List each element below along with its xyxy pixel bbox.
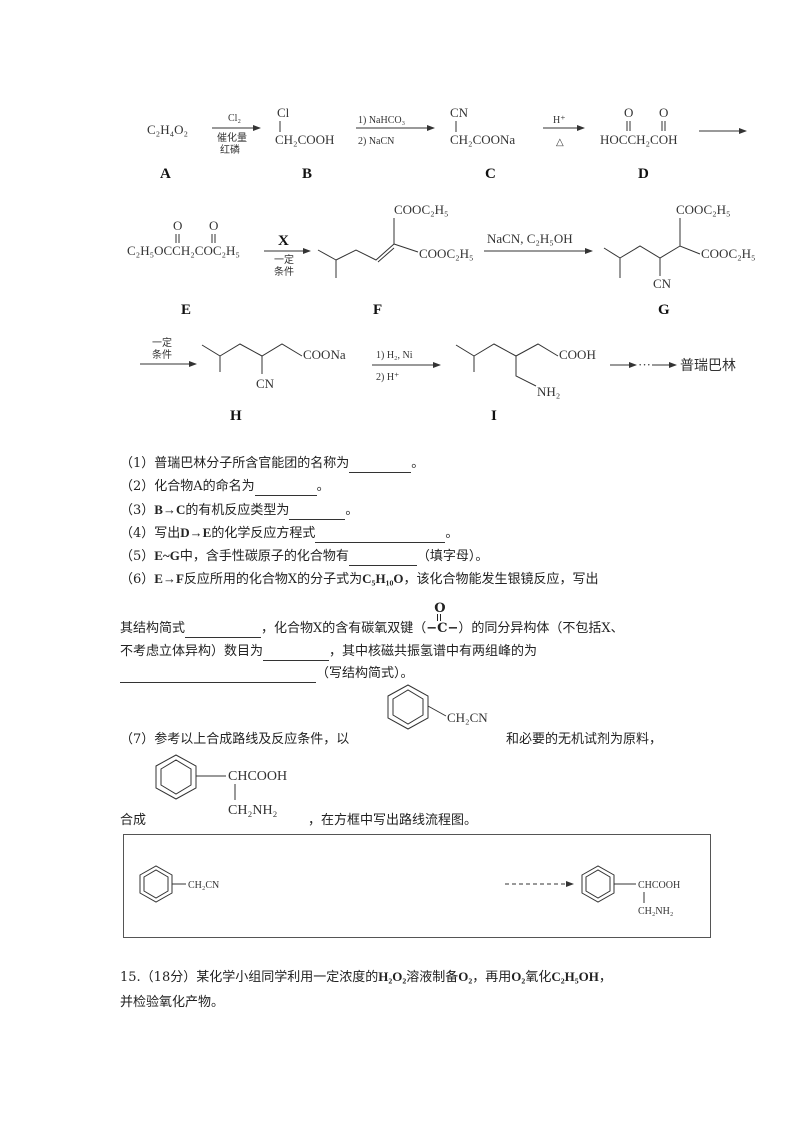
question-3: （3）B→C的有机反应类型为。 bbox=[120, 502, 359, 520]
svg-text:Cl₂: Cl₂ bbox=[228, 113, 241, 124]
compound-f: COOC₂H₅ COOC₂H₅ F bbox=[317, 202, 474, 318]
question-7-line-1: （7）参考以上合成路线及反应条件，以 bbox=[120, 732, 350, 747]
svg-text:CH₂NH₂: CH₂NH₂ bbox=[638, 906, 673, 917]
arrow-b-c: 1) NaHCO₃ 2) NaCN bbox=[356, 115, 435, 147]
svg-text:一定: 一定 bbox=[274, 253, 294, 266]
svg-text:COOH: COOH bbox=[559, 347, 596, 362]
svg-text:CH₂COONa: CH₂COONa bbox=[450, 132, 515, 147]
svg-text:CN: CN bbox=[256, 376, 275, 391]
arrow-e-f: X 一定 条件 bbox=[264, 233, 311, 278]
svg-text:△: △ bbox=[556, 137, 564, 148]
svg-text:X: X bbox=[278, 233, 289, 249]
svg-text:CN: CN bbox=[450, 105, 469, 120]
question-15-line-1: 15.（18分）某化学小组同学利用一定浓度的H₂O₂溶液制备O₂，再用O₂氧化C… bbox=[120, 969, 612, 985]
svg-text:COONa: COONa bbox=[303, 347, 346, 362]
svg-text:G: G bbox=[658, 302, 670, 318]
compound-e: O O C₂H₅OCCH₂COC₂H₅ E bbox=[127, 218, 240, 318]
svg-text:1) H₂, Ni: 1) H₂, Ni bbox=[376, 350, 413, 361]
arrow-g-h: 一定 条件 bbox=[140, 336, 197, 367]
svg-text:CH₂COOH: CH₂COOH bbox=[275, 132, 334, 147]
svg-text:HOCCH₂COH: HOCCH₂COH bbox=[600, 132, 678, 147]
svg-text:H: H bbox=[230, 408, 242, 424]
question-7-line-2-end: ，在方框中写出路线流程图。 bbox=[308, 813, 478, 828]
question-6-line-4: （写结构简式）。 bbox=[120, 665, 414, 683]
question-6-line-2: 其结构简式，化合物X的含有碳氧双键（O−C−）的同分异构体（不包括X、 bbox=[120, 601, 624, 638]
svg-text:···: ··· bbox=[638, 357, 651, 372]
carbonyl-group: O−C− bbox=[426, 601, 459, 636]
target-amino-acid-structure: CHCOOH CH₂NH₂ bbox=[155, 754, 287, 818]
arrow-i-product: ··· 普瑞巴林 bbox=[610, 357, 736, 374]
compound-b: Cl CH₂COOH B bbox=[275, 105, 334, 182]
svg-text:O: O bbox=[624, 105, 633, 120]
svg-text:NH₂: NH₂ bbox=[537, 384, 560, 399]
svg-text:催化量: 催化量 bbox=[217, 131, 247, 144]
svg-text:CHCOOH: CHCOOH bbox=[228, 769, 287, 784]
question-6-line-1: （6）E→F反应所用的化合物X的分子式为C₅H₁₀O，该化合物能发生银镜反应，写… bbox=[120, 571, 599, 587]
question-7-line-1-end: 和必要的无机试剂为原料， bbox=[506, 732, 663, 747]
compound-h: COONa CN H bbox=[201, 343, 346, 424]
question-1: （1）普瑞巴林分子所含官能团的名称为。 bbox=[120, 456, 425, 473]
svg-text:Cl: Cl bbox=[277, 105, 290, 120]
svg-text:一定: 一定 bbox=[152, 336, 172, 349]
answer-box[interactable] bbox=[123, 834, 711, 938]
svg-text:C: C bbox=[485, 166, 496, 182]
svg-text:B: B bbox=[302, 166, 312, 182]
svg-text:C₂H₄O₂: C₂H₄O₂ bbox=[147, 122, 188, 137]
svg-text:COOC₂H₅: COOC₂H₅ bbox=[419, 246, 474, 261]
svg-text:2) H⁺: 2) H⁺ bbox=[376, 372, 399, 383]
benzyl-cyanide-structure: CH₂CN bbox=[387, 684, 488, 730]
question-2: （2）化合物A的命名为。 bbox=[120, 479, 330, 496]
svg-text:CN: CN bbox=[653, 276, 672, 291]
svg-text:NaCN, C₂H₅OH: NaCN, C₂H₅OH bbox=[487, 231, 573, 246]
compound-g: COOC₂H₅ COOC₂H₅ CN G bbox=[603, 202, 756, 318]
arrow-h-i: 1) H₂, Ni 2) H⁺ bbox=[372, 350, 441, 383]
svg-text:H⁺: H⁺ bbox=[553, 115, 566, 126]
compound-i: COOH NH₂ I bbox=[455, 343, 596, 424]
svg-text:CH₂NH₂: CH₂NH₂ bbox=[228, 803, 278, 818]
question-7-line-2: 合成 bbox=[120, 813, 147, 828]
svg-text:普瑞巴林: 普瑞巴林 bbox=[680, 358, 736, 374]
arrow-a-b: Cl₂ 催化量 红磷 bbox=[212, 113, 261, 156]
svg-text:1) NaHCO₃: 1) NaHCO₃ bbox=[358, 115, 405, 126]
svg-text:COOC₂H₅: COOC₂H₅ bbox=[394, 202, 449, 217]
box-start-structure: CH₂CN bbox=[139, 865, 219, 903]
svg-text:CH₂CN: CH₂CN bbox=[188, 880, 219, 891]
svg-text:F: F bbox=[373, 302, 382, 318]
svg-text:O: O bbox=[209, 218, 218, 233]
question-4: （4）写出D→E的化学反应方程式。 bbox=[120, 525, 459, 543]
svg-text:条件: 条件 bbox=[152, 348, 172, 361]
svg-text:O: O bbox=[659, 105, 668, 120]
compound-a: C₂H₄O₂ A bbox=[147, 122, 188, 182]
svg-text:条件: 条件 bbox=[274, 265, 294, 278]
svg-text:O: O bbox=[173, 218, 182, 233]
compound-c: CN CH₂COONa C bbox=[450, 105, 515, 182]
svg-text:A: A bbox=[160, 166, 171, 182]
question-15-line-2: 并检验氧化产物。 bbox=[120, 995, 225, 1010]
arrow-c-d: H⁺ △ bbox=[543, 115, 585, 148]
box-target-structure: CHCOOH CH₂NH₂ bbox=[581, 865, 680, 917]
svg-text:2) NaCN: 2) NaCN bbox=[358, 136, 394, 147]
svg-text:CH₂CN: CH₂CN bbox=[447, 710, 488, 725]
svg-text:I: I bbox=[491, 408, 497, 424]
svg-text:COOC₂H₅: COOC₂H₅ bbox=[701, 246, 756, 261]
svg-text:COOC₂H₅: COOC₂H₅ bbox=[676, 202, 731, 217]
svg-text:D: D bbox=[638, 166, 649, 182]
svg-text:C₂H₅OCCH₂COC₂H₅: C₂H₅OCCH₂COC₂H₅ bbox=[127, 243, 240, 258]
svg-text:E: E bbox=[181, 302, 191, 318]
question-6-line-3: 不考虑立体异构）数目为，其中核磁共振氢谱中有两组峰的为 bbox=[120, 644, 538, 661]
svg-text:CHCOOH: CHCOOH bbox=[638, 880, 680, 891]
compound-d: O O HOCCH₂COH D bbox=[600, 105, 678, 182]
arrow-f-g: NaCN, C₂H₅OH bbox=[484, 231, 593, 254]
question-5: （5）E~G中，含手性碳原子的化合物有（填字母）。 bbox=[120, 548, 489, 566]
svg-text:红磷: 红磷 bbox=[220, 143, 240, 156]
